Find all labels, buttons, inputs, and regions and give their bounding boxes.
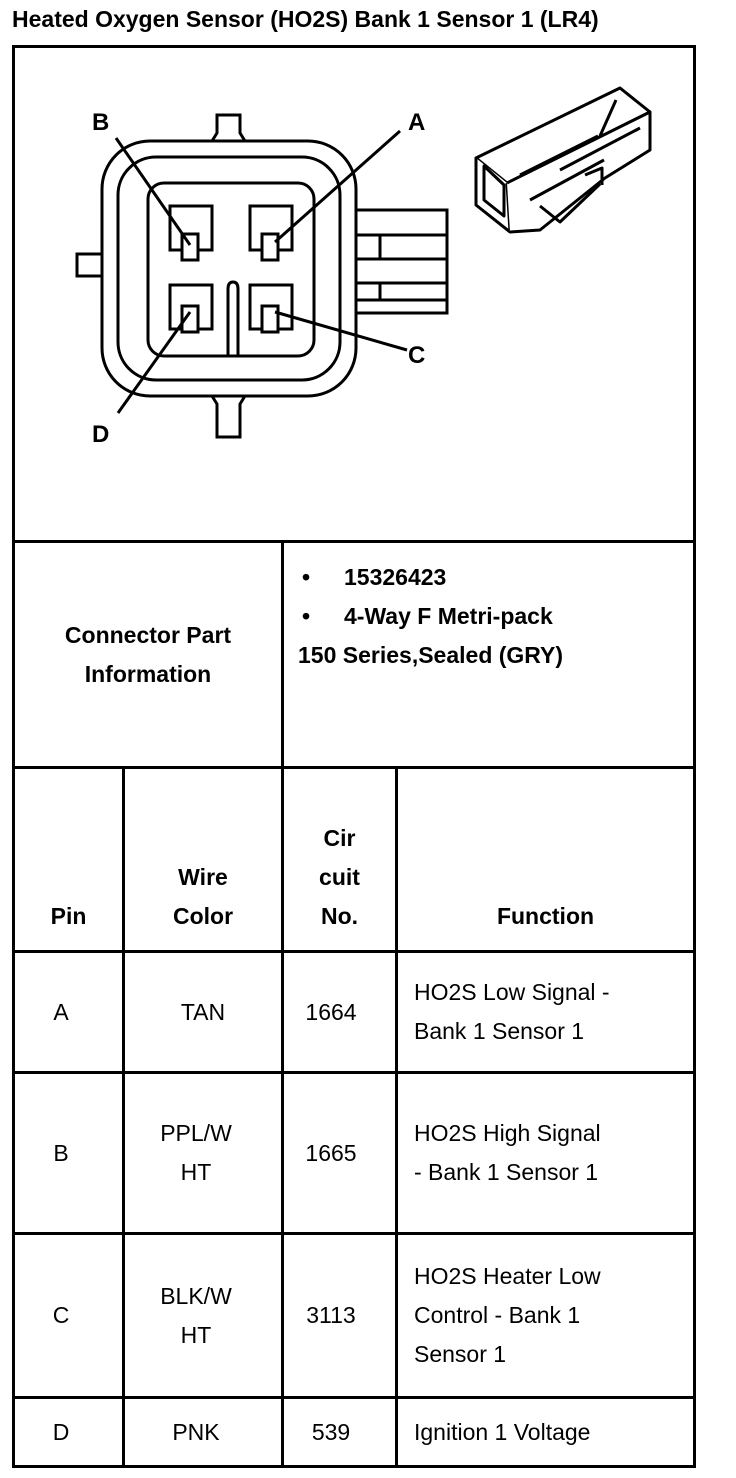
connector-top-tab xyxy=(210,113,247,142)
connector-housing-mid xyxy=(116,155,342,382)
row-c-pin: C xyxy=(52,1302,70,1328)
pin-label-a: A xyxy=(408,109,425,136)
row-a-pin: A xyxy=(53,998,69,1025)
col-divider-2 xyxy=(281,766,284,1468)
bullet: • xyxy=(302,564,311,590)
col-divider-1 xyxy=(122,766,125,1468)
divider-connector-info xyxy=(281,540,284,767)
leader-line-d xyxy=(116,311,192,414)
header-function: Function xyxy=(496,903,595,929)
header-circuit: Cir cuit No. xyxy=(319,825,360,929)
row-divider-header xyxy=(12,950,696,953)
row-divider-a xyxy=(12,1071,696,1074)
row-d-circuit: 539 xyxy=(311,1418,351,1445)
pin-label-d: D xyxy=(92,421,109,448)
leader-line-a xyxy=(274,129,401,244)
connector-housing-inner xyxy=(146,181,316,358)
row-a-circuit: 1664 xyxy=(305,998,357,1025)
row-b-function: HO2S High Signal- Bank 1 Sensor 1 xyxy=(414,1120,601,1185)
connector-info-label: Connector Part Information xyxy=(64,621,232,687)
connector-series: 150 Series,Sealed (GRY) xyxy=(298,642,564,668)
divider-diagram xyxy=(12,540,696,543)
row-divider-c xyxy=(12,1396,696,1399)
pin-label-b: B xyxy=(92,109,109,136)
connector-diagram: B A C D xyxy=(75,86,652,448)
connector-info-details: • 15326423 • 4-Way F Metri-pack 150 Series… xyxy=(298,558,563,675)
cavity-d xyxy=(168,283,214,334)
part-number: 15326423 xyxy=(344,564,447,590)
header-pin: Pin xyxy=(50,903,87,929)
connector-housing-outer xyxy=(100,139,358,398)
leader-line-b xyxy=(114,137,192,246)
connector-bottom-tab xyxy=(210,395,247,439)
header-wire-color: Wire Color xyxy=(172,864,234,929)
bullet: • xyxy=(302,603,311,629)
row-c-circuit: 3113 xyxy=(306,1302,356,1328)
row-d-wire: PNK xyxy=(172,1418,220,1445)
row-divider-b xyxy=(12,1232,696,1235)
page-title: Heated Oxygen Sensor (HO2S) Bank 1 Senso… xyxy=(12,6,599,32)
row-d-pin: D xyxy=(52,1418,70,1445)
connector-iso-icon xyxy=(474,86,652,234)
connector-description: 4-Way F Metri-pack xyxy=(344,603,553,629)
row-a-wire: TAN xyxy=(180,998,226,1025)
connector-left-tab xyxy=(75,252,105,278)
pin-label-c: C xyxy=(408,342,425,369)
leader-line-c xyxy=(274,310,408,352)
row-b-circuit: 1665 xyxy=(305,1139,357,1166)
connector-latch xyxy=(348,208,449,315)
divider-header xyxy=(12,766,696,769)
connector-divider xyxy=(226,280,240,356)
cavity-c xyxy=(248,283,294,334)
row-d-function: Ignition 1 Voltage xyxy=(414,1418,591,1445)
row-b-pin: B xyxy=(53,1139,69,1166)
col-divider-3 xyxy=(395,766,398,1468)
connector-table-frame xyxy=(12,45,696,1468)
row-a-function: HO2S Low Signal -Bank 1 Sensor 1 xyxy=(414,979,610,1044)
